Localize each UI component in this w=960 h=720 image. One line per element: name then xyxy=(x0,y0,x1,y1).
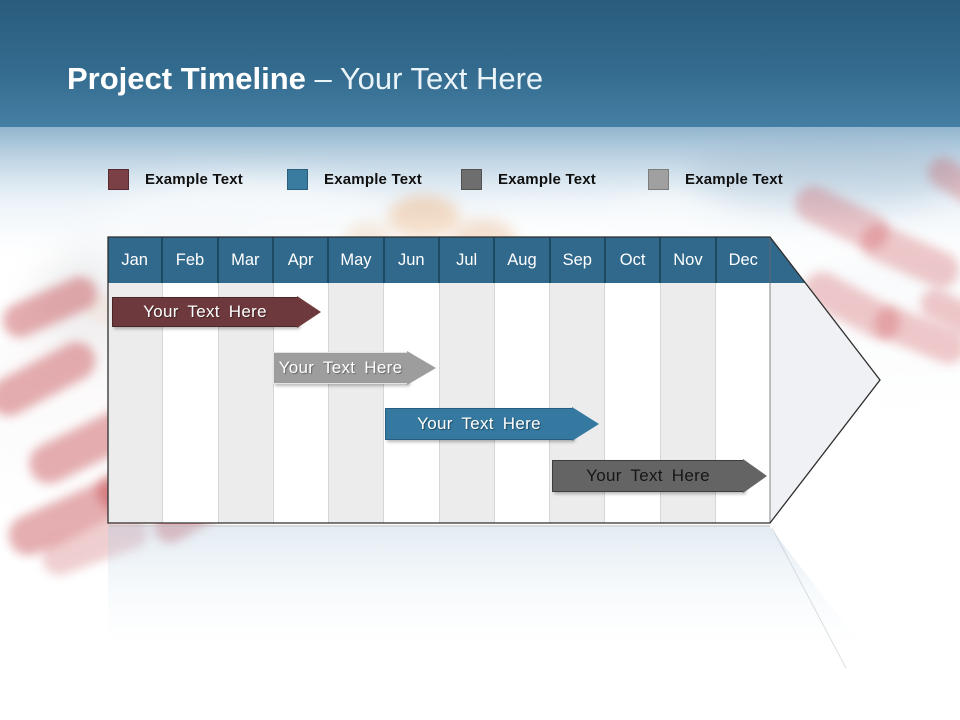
month-cell-mar: Mar xyxy=(218,237,274,283)
gantt-bar-arrow-tip xyxy=(572,407,599,441)
legend-item: Example Text xyxy=(287,169,422,190)
legend-item: Example Text xyxy=(461,169,596,190)
month-cell-jun: Jun xyxy=(384,237,440,283)
month-cell-jan: Jan xyxy=(108,237,164,283)
legend-label: Example Text xyxy=(685,171,783,188)
legend-label: Example Text xyxy=(324,171,422,188)
gantt-bar-4: Your Text Here xyxy=(552,459,767,493)
legend-swatch-maroon xyxy=(108,169,129,190)
month-cell-apr: Apr xyxy=(273,237,330,283)
month-cell-nov: Nov xyxy=(661,237,717,283)
month-cell-feb: Feb xyxy=(163,237,219,283)
gantt-bar-arrow-tip xyxy=(407,351,436,385)
month-cell-aug: Aug xyxy=(495,237,551,283)
month-column xyxy=(494,283,550,523)
gantt-bar-label: Your Text Here xyxy=(417,414,541,433)
legend-item: Example Text xyxy=(108,169,243,190)
month-cell-may: May xyxy=(329,237,385,283)
legend-label: Example Text xyxy=(498,171,596,188)
gantt-bar-label: Your Text Here xyxy=(586,466,710,485)
legend-swatch-lightgray xyxy=(648,169,669,190)
gantt-bar-3: Your Text Here xyxy=(385,407,599,441)
legend-label: Example Text xyxy=(145,171,243,188)
table-reflection xyxy=(108,527,880,672)
month-cell-jul: Jul xyxy=(439,237,496,283)
title-band: Project Timeline – Your Text Here xyxy=(0,0,960,127)
legend-item: Example Text xyxy=(648,169,783,190)
month-column xyxy=(439,283,495,523)
gantt-bar-arrow-tip xyxy=(743,459,767,493)
legend-swatch-blue xyxy=(287,169,308,190)
gantt-bar-label: Your Text Here xyxy=(278,358,403,377)
legend-swatch-darkgray xyxy=(461,169,482,190)
gantt-bar-1: Your Text Here xyxy=(112,296,321,328)
page-title: Project Timeline – Your Text Here xyxy=(67,61,543,97)
month-cell-oct: Oct xyxy=(605,237,662,283)
title-accent: – Your Text Here xyxy=(314,61,544,96)
month-column xyxy=(384,283,440,523)
gantt-bar-2: Your Text Here xyxy=(273,351,436,385)
gantt-bar-arrow-tip xyxy=(297,296,321,328)
gantt-bar-label: Your Text Here xyxy=(143,302,267,321)
title-bold: Project Timeline xyxy=(67,61,306,96)
month-column xyxy=(329,283,385,523)
month-cell-dec: Dec xyxy=(716,237,770,283)
month-cell-sep: Sep xyxy=(550,237,606,283)
month-header-row: Jan Feb Mar Apr May Jun Jul Aug Sep Oct … xyxy=(108,237,770,283)
